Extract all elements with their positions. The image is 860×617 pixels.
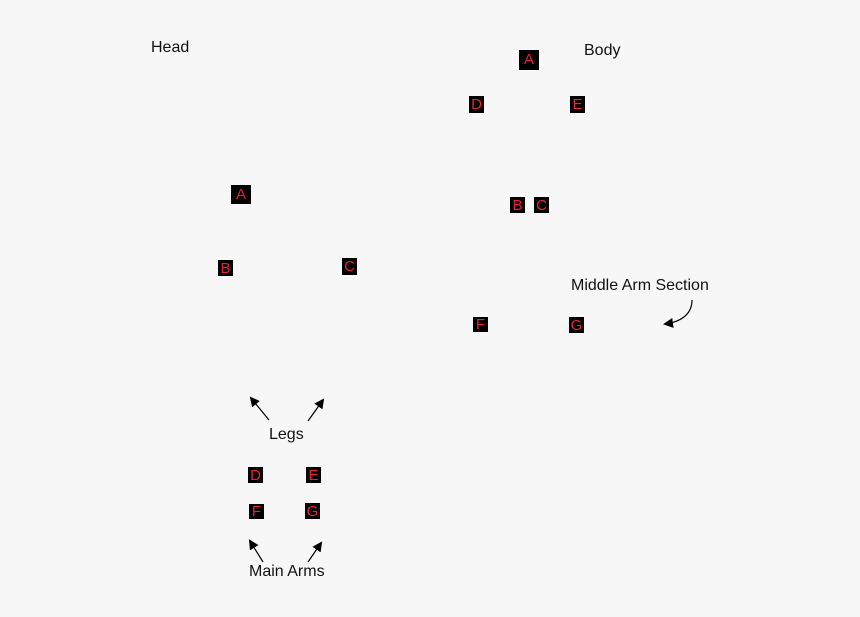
middle-arm-section-label: Middle Arm Section xyxy=(571,277,709,294)
body-marker-c: C xyxy=(534,197,549,214)
body-label: Body xyxy=(584,42,621,59)
main-arms-label: Main Arms xyxy=(249,563,325,580)
head-marker-c: C xyxy=(342,258,357,275)
leg-marker-d: D xyxy=(248,467,263,484)
legs-arrow-right xyxy=(307,398,325,422)
head-marker-a: A xyxy=(231,185,251,204)
arm-marker-f: F xyxy=(249,504,264,520)
head-marker-b: B xyxy=(218,260,233,277)
body-marker-b: B xyxy=(510,197,525,214)
leg-marker-e: E xyxy=(306,467,321,484)
head-label: Head xyxy=(151,39,190,56)
main-arms-arrow-left xyxy=(248,539,264,563)
body-marker-e: E xyxy=(570,96,585,113)
body-marker-d: D xyxy=(469,96,484,113)
legs-arrow-left xyxy=(249,396,270,421)
arm-marker-g: G xyxy=(305,503,320,520)
main-arms-arrow-right xyxy=(307,541,323,563)
body-marker-g: G xyxy=(569,317,584,334)
body-marker-f: F xyxy=(473,317,488,333)
body-marker-a: A xyxy=(519,50,539,70)
legs-label: Legs xyxy=(269,426,304,443)
middle-arm-arrow xyxy=(663,299,693,328)
